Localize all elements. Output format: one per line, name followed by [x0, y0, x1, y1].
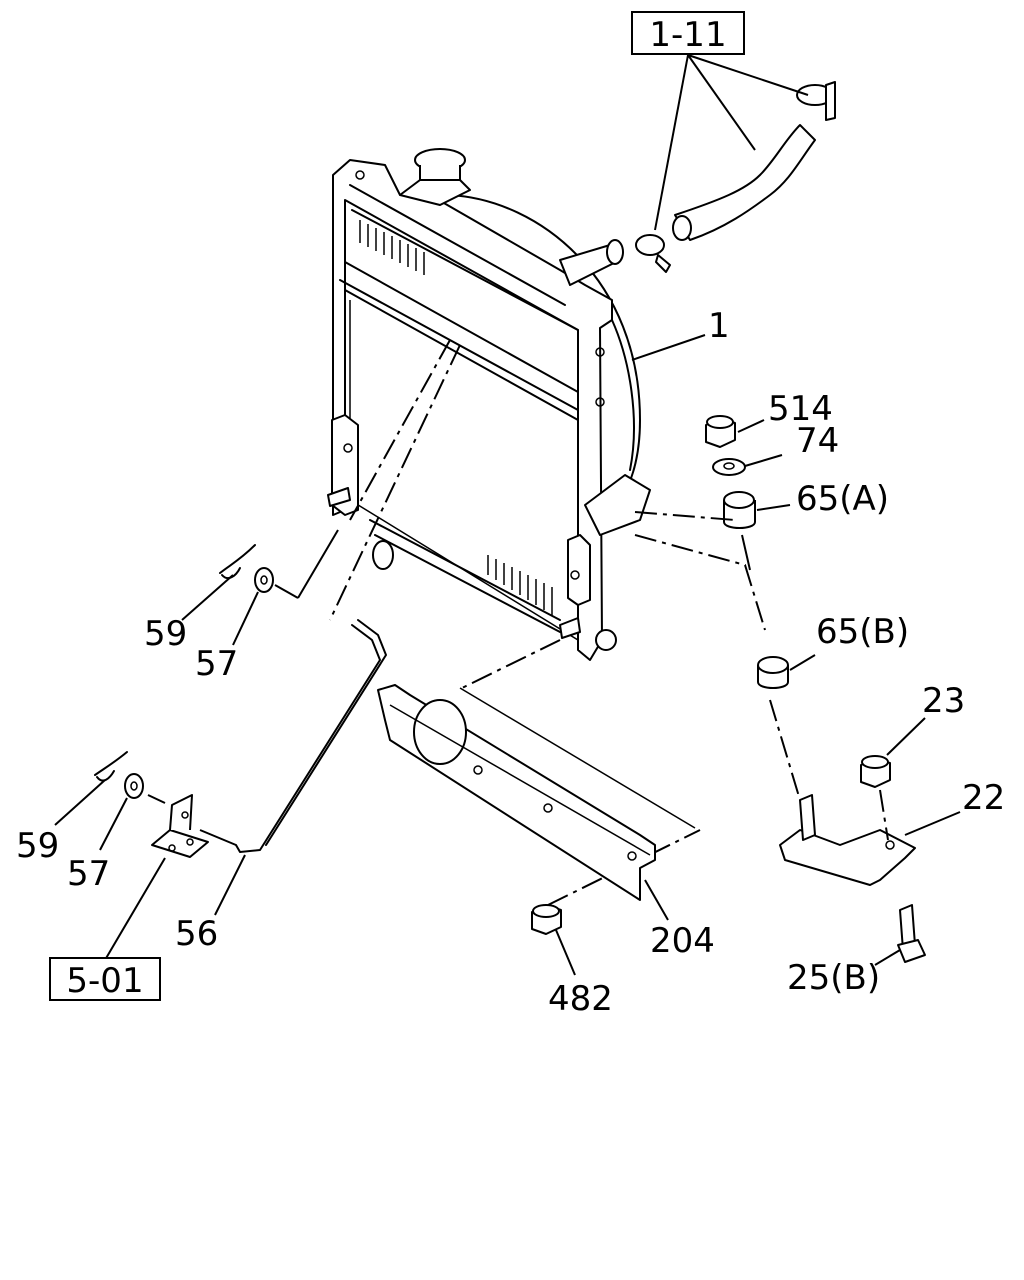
label-nut-514: 514 — [768, 389, 833, 429]
nut-23 — [860, 717, 926, 788]
label-clip-59-lower: 59 — [16, 826, 59, 866]
washer-57-upper — [232, 529, 339, 646]
label-nut-23: 23 — [922, 681, 965, 721]
label-cushion-65b: 65(B) — [816, 612, 909, 652]
ref-box-5-01[interactable]: 5-01 — [49, 957, 161, 1001]
svg-text:1-11: 1-11 — [649, 15, 726, 55]
bracket-22 — [779, 794, 961, 886]
cushion-65b — [757, 654, 816, 689]
cushion-65a — [723, 491, 791, 529]
label-cover-204: 204 — [650, 921, 715, 961]
label-bracket-22: 22 — [962, 778, 1005, 818]
bracket-5-01 — [104, 794, 237, 961]
washer-74 — [712, 454, 783, 476]
label-hose-56: 56 — [175, 914, 218, 954]
label-nut-482: 482 — [548, 979, 613, 1019]
bolt-25b — [874, 904, 926, 966]
label-bolt-25b: 25(B) — [787, 958, 880, 998]
leader-radiator — [631, 334, 706, 361]
clip-59-lower — [54, 751, 128, 826]
cover-204 — [377, 684, 696, 921]
label-washer-57-upper: 57 — [195, 644, 238, 684]
radiator-assembly — [327, 148, 651, 661]
ref-box-1-11[interactable]: 1-11 — [631, 11, 745, 55]
label-washer-57-lower: 57 — [67, 854, 110, 894]
label-cushion-65a: 65(A) — [796, 479, 889, 519]
upper-hose-kit — [635, 54, 836, 273]
nut-482 — [531, 904, 576, 976]
label-washer-74: 74 — [796, 421, 839, 461]
overflow-hose-56 — [214, 619, 387, 916]
label-radiator-1: 1 — [708, 306, 730, 346]
washer-57-lower — [99, 773, 166, 851]
clip-59-upper — [181, 544, 256, 621]
label-clip-59-upper: 59 — [144, 614, 187, 654]
nut-514 — [705, 415, 765, 448]
svg-text:5-01: 5-01 — [66, 961, 143, 1001]
